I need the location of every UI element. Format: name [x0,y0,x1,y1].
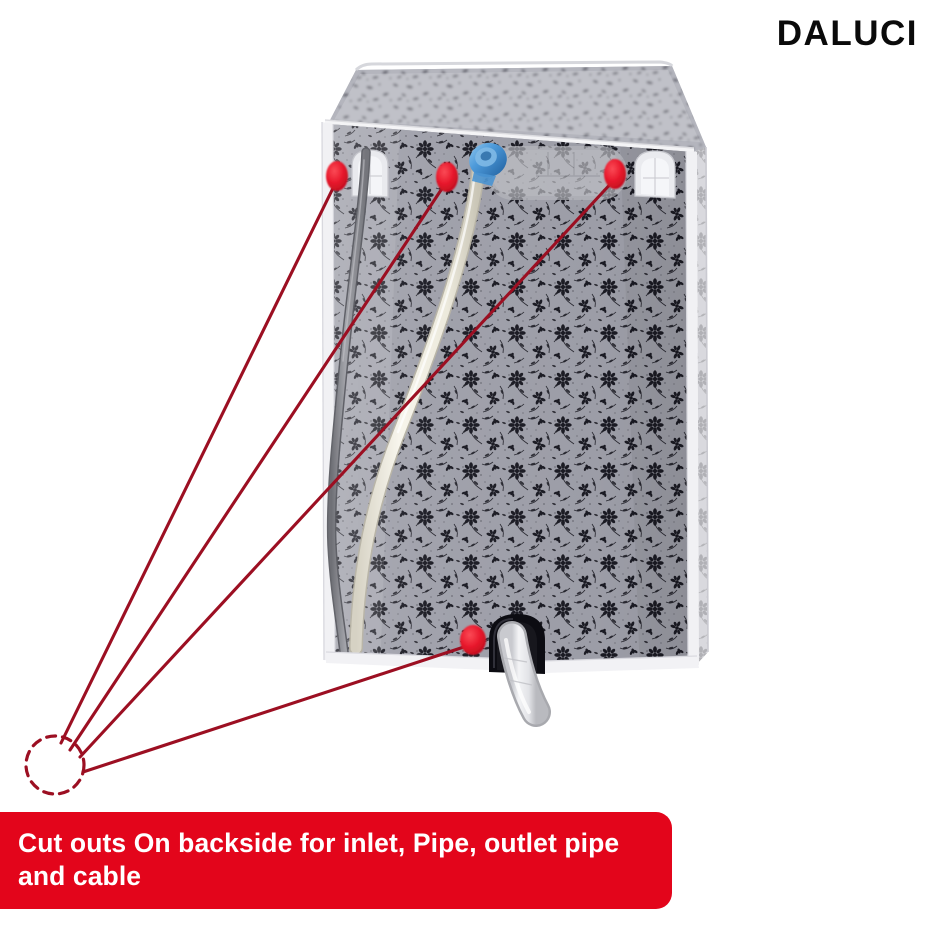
outlet-pipe [497,621,551,727]
inlet-connector [469,142,507,186]
cover-bottom-piping [325,651,699,673]
leader-line-outlet-pipe [81,642,475,774]
callout-marker-pipe [604,159,626,189]
cover-right-piping [685,150,699,665]
leader-line-cable [59,178,339,745]
control-panel-window [487,146,627,200]
callout-markers [326,159,626,655]
annotation-leader-lines [59,177,617,774]
leader-line-pipe [78,177,617,759]
brand-logo: DALUCI [776,14,918,53]
cover-front-face [328,124,695,666]
caption-banner: Cut outs On backside for inlet, Pipe, ou… [0,812,672,909]
leader-line-inlet [68,179,449,752]
caption-text: Cut outs On backside for inlet, Pipe, ou… [18,828,620,891]
dashed-focus-circle [24,734,86,796]
callout-marker-cable [326,161,348,191]
callout-marker-outlet-pipe [460,625,486,655]
inlet-hose [349,165,485,655]
cutout-pipe [634,150,676,199]
callout-marker-inlet [436,162,458,192]
